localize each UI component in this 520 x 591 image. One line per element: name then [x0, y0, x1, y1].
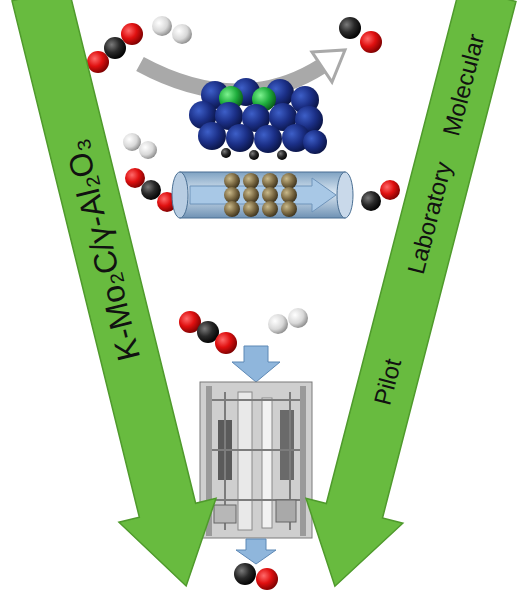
- hydrogen-atom: [288, 308, 308, 328]
- oxygen-atom: [360, 31, 382, 53]
- oxygen-atom: [87, 51, 109, 73]
- arrow-band: [306, 0, 516, 586]
- pilot-plant-photo: [200, 382, 312, 538]
- catalyst-particle: [243, 173, 259, 189]
- mo-atom: [198, 122, 226, 150]
- catalyst-particle: [262, 173, 278, 189]
- catalyst-bed: [224, 173, 297, 217]
- co2-molecule: [179, 311, 237, 354]
- oxygen-atom: [125, 168, 145, 188]
- catalyst-particle: [243, 187, 259, 203]
- co2-molecule: [87, 23, 143, 73]
- carbon-atom: [234, 563, 256, 585]
- photo-frame: [200, 382, 312, 538]
- catalyst-particle: [243, 201, 259, 217]
- photo-column: [238, 392, 252, 530]
- mo-atom: [303, 130, 327, 154]
- co2-molecule: [125, 168, 177, 212]
- arrow-shape: [304, 0, 518, 588]
- hydrogen-atom: [172, 24, 192, 44]
- co-molecule: [361, 180, 400, 211]
- photo-pipes: [212, 392, 300, 530]
- photo-heater: [280, 410, 294, 480]
- h2-molecule: [152, 16, 192, 44]
- catalyst-particle: [262, 201, 278, 217]
- catalyst-particle: [281, 187, 297, 203]
- reactor-tube: [172, 172, 353, 218]
- hydrogen-atom: [139, 141, 157, 159]
- catalyst-particle: [281, 201, 297, 217]
- scale-arrow: K-Mo₂C/γ-Al₂O₃: [10, 0, 218, 588]
- catalyst-cluster: [189, 78, 327, 160]
- hydrogen-atom: [123, 133, 141, 151]
- c-atom: [249, 150, 259, 160]
- h2-molecule: [123, 133, 157, 159]
- c-atom: [277, 150, 287, 160]
- catalyst-particle: [281, 173, 297, 189]
- tube-end: [172, 172, 188, 218]
- hydrogen-atom: [152, 16, 172, 36]
- carbon-atom: [104, 37, 126, 59]
- feed-arrow: [232, 346, 280, 382]
- photo-box: [214, 505, 236, 523]
- mo-atom: [254, 125, 282, 153]
- carbon-atom: [339, 17, 361, 39]
- h2-molecule: [268, 308, 308, 334]
- tube-body: [180, 172, 345, 218]
- scale-arrow: MolecularLaboratoryPilot: [304, 0, 518, 588]
- photo-column: [262, 398, 272, 528]
- catalyst-particle: [224, 173, 240, 189]
- catalyst-particle: [224, 201, 240, 217]
- product-arrow: [236, 539, 276, 564]
- hydrogen-atom: [268, 314, 288, 334]
- c-atom: [221, 148, 231, 158]
- co-molecule: [339, 17, 382, 53]
- tube-end: [337, 172, 353, 218]
- mo-atom: [226, 124, 254, 152]
- reaction-arrowhead: [312, 50, 345, 82]
- carbon-atom: [141, 180, 161, 200]
- catalyst-particle: [224, 187, 240, 203]
- carbon-atom: [361, 191, 381, 211]
- co-molecule: [234, 563, 278, 590]
- oxygen-atom: [121, 23, 143, 45]
- oxygen-atom: [380, 180, 400, 200]
- catalyst-particle: [262, 187, 278, 203]
- arrow-band: [12, 0, 216, 586]
- oxygen-atom: [256, 568, 278, 590]
- oxygen-atom: [215, 332, 237, 354]
- photo-rack: [300, 386, 306, 536]
- photo-box: [276, 500, 296, 522]
